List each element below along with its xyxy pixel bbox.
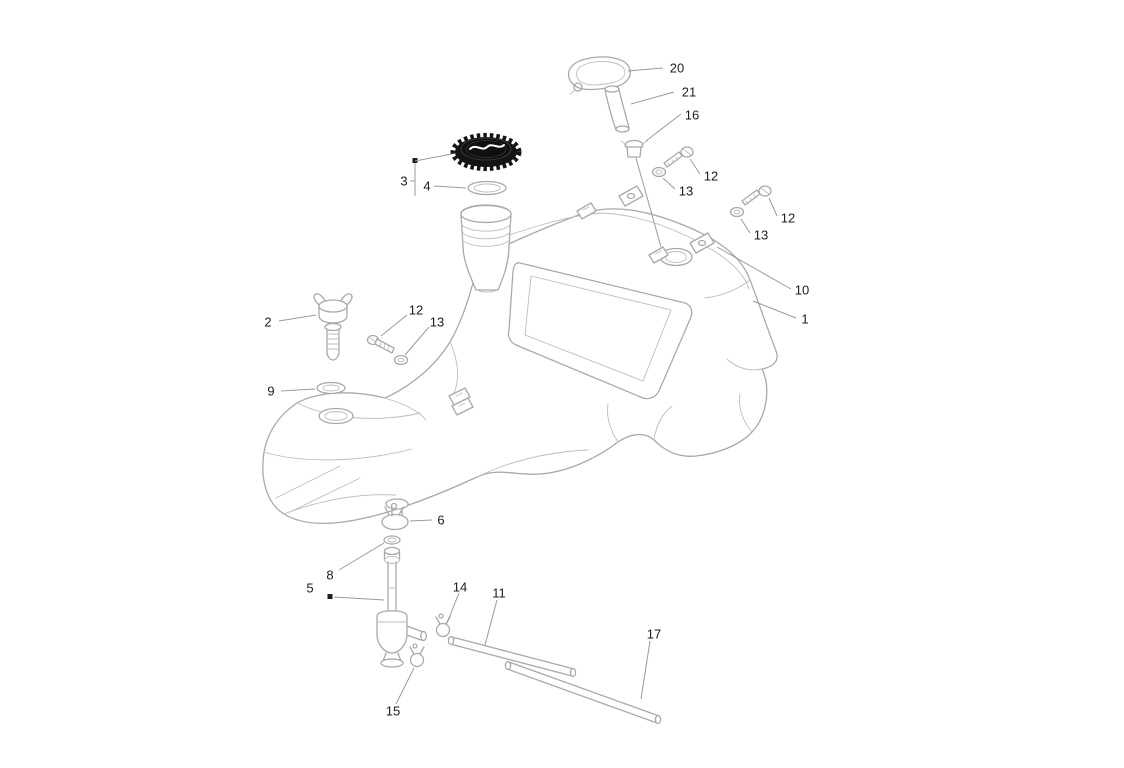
tank-body xyxy=(262,185,778,524)
hose-clip-a xyxy=(435,613,451,638)
callout-1: 1 xyxy=(801,311,809,327)
callout-14: 14 xyxy=(452,579,468,595)
callout-21: 21 xyxy=(681,84,697,100)
callout-11: 11 xyxy=(492,585,506,601)
filler-neck xyxy=(460,204,512,293)
sealing-washer xyxy=(316,381,346,395)
callout-8: 8 xyxy=(326,567,334,583)
callout-4: 4 xyxy=(423,178,431,194)
callout-3: 3 xyxy=(400,173,408,189)
screw-left xyxy=(366,334,395,354)
callout-15: 15 xyxy=(385,703,401,719)
callout-16: 16 xyxy=(684,107,700,123)
cap-gasket xyxy=(467,180,507,196)
mounting-tab-a xyxy=(618,185,644,207)
dipstick-boss xyxy=(318,407,354,425)
rim-clip-a xyxy=(576,202,597,220)
hose-short xyxy=(447,635,577,678)
screw-top-a xyxy=(663,146,694,168)
callout-6: 6 xyxy=(437,512,445,528)
oil-tap-assembly xyxy=(376,546,427,668)
leader-lines xyxy=(278,67,797,705)
callout-12-a: 12 xyxy=(703,168,719,184)
callout-2: 2 xyxy=(264,314,272,330)
tank-outlet-boss xyxy=(385,498,409,510)
callout-13-a: 13 xyxy=(678,183,694,199)
rim-clip-b xyxy=(648,246,669,264)
mounting-tab-b xyxy=(689,232,715,254)
callout-13-c: 13 xyxy=(429,314,445,330)
strap-pin xyxy=(604,85,630,133)
group-marker-5 xyxy=(327,594,333,599)
tap-washer xyxy=(383,535,401,545)
retaining-strap xyxy=(567,56,631,95)
callout-12-b: 12 xyxy=(780,210,796,226)
screw-top-b xyxy=(741,185,772,206)
hose-clamp-top xyxy=(381,502,409,531)
washer-left xyxy=(393,354,409,366)
washer-top-b xyxy=(729,206,745,218)
callout-20: 20 xyxy=(669,60,685,76)
washer-top-a xyxy=(651,166,667,178)
callout-12-c: 12 xyxy=(408,302,424,318)
hose-clip-b xyxy=(409,643,425,668)
dipstick-cap xyxy=(313,293,353,361)
callout-10: 10 xyxy=(794,282,810,298)
callout-5: 5 xyxy=(306,580,314,596)
breather-grommet xyxy=(620,139,662,248)
callout-17: 17 xyxy=(646,626,662,642)
filler-cap xyxy=(450,133,522,171)
callout-9: 9 xyxy=(267,383,275,399)
left-clip-pair xyxy=(448,387,474,416)
callout-13-b: 13 xyxy=(753,227,769,243)
cap-logo xyxy=(469,144,505,150)
hose-long xyxy=(504,660,662,725)
